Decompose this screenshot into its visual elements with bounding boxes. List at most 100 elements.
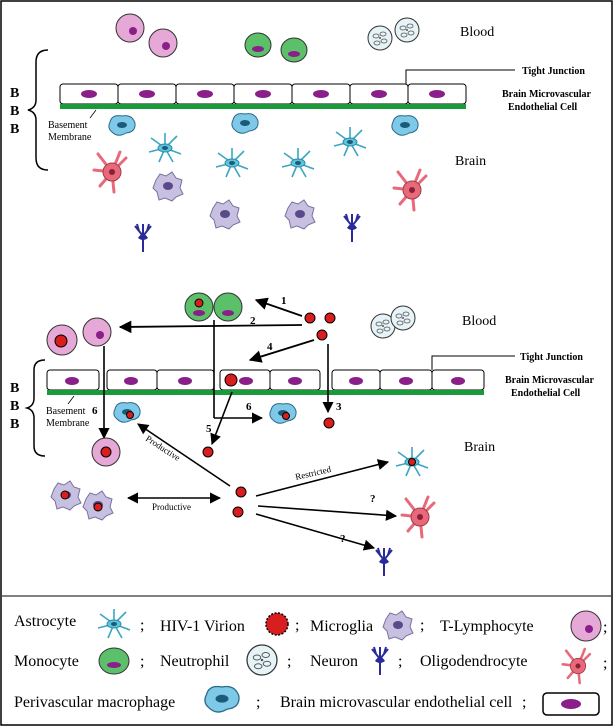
- arrow-productive-macrophage: [137, 423, 231, 487]
- legend-separator: ;: [603, 655, 607, 672]
- legend-label-hiv-virion: HIV-1 Virion: [160, 618, 245, 635]
- legend-label-astrocyte: Astrocyte: [14, 613, 76, 630]
- label-brain: Brain: [464, 440, 495, 455]
- arrow-route-5: [210, 391, 233, 446]
- route-number: 2: [250, 315, 256, 327]
- label-blood: Blood: [460, 25, 494, 40]
- label-endothelial: Endothelial Cell: [511, 388, 580, 399]
- label-basement: Basement: [48, 120, 88, 131]
- bbb-bracket: [24, 359, 46, 457]
- label-endothelial: Brain Microvascular: [502, 89, 592, 100]
- microglia-cell: [152, 171, 184, 202]
- label-tight-junction: Tight Junction: [522, 66, 585, 77]
- legend-label-microglia: Microglia: [310, 618, 373, 635]
- bbb-bracket: [27, 49, 49, 171]
- hiv-virion: [232, 506, 244, 518]
- legend-label-monocyte: Monocyte: [14, 653, 79, 670]
- infected-macrophage: [269, 403, 297, 424]
- legend-neuron-icon: [371, 646, 389, 676]
- legend-monocyte-icon: [98, 647, 130, 675]
- arrow-oligodendrocyte: [257, 505, 398, 521]
- t-lymphocyte-cell: [82, 317, 112, 347]
- astrocyte-cell: [333, 126, 367, 157]
- infected-t-lymphocyte: [91, 437, 121, 467]
- astrocyte-cell: [215, 147, 249, 178]
- legend-separator: ;: [420, 617, 424, 634]
- infected-microglia: [82, 490, 114, 521]
- label-endothelial: Endothelial Cell: [508, 102, 577, 113]
- arrow-route-2: [118, 320, 303, 334]
- label-endothelial: Brain Microvascular: [505, 375, 595, 386]
- route-number: 5: [206, 423, 212, 435]
- infected-monocyte: [184, 292, 214, 322]
- neutrophil-cell: [390, 305, 416, 331]
- bbb-letter: B: [10, 86, 19, 101]
- hiv-virion: [235, 486, 247, 498]
- astrocyte-cell: [281, 147, 315, 178]
- monocyte-cell: [213, 292, 243, 322]
- legend-astrocyte-icon: [97, 608, 131, 639]
- legend-separator: ;: [287, 653, 291, 670]
- arrow-route-1: [254, 297, 303, 317]
- label-tight-junction: Tight Junction: [520, 352, 583, 363]
- route-number: 1: [281, 295, 287, 307]
- arrow-route-4: [248, 339, 315, 363]
- bbb-letter: B: [10, 104, 19, 119]
- legend-separator: ;: [256, 694, 260, 711]
- t-lymphocyte-cell: [115, 13, 145, 43]
- legend-label-neutrophil: Neutrophil: [160, 653, 230, 670]
- label-question: ?: [370, 493, 376, 505]
- bbb-letter: B: [10, 399, 19, 414]
- perivascular-macrophage-cell: [391, 115, 419, 136]
- legend: Astrocyte ; HIV-1 Virion ; Microglia ; T…: [2, 595, 611, 716]
- legend-microglia-icon: [382, 610, 414, 641]
- perivascular-macrophage-cell: [231, 113, 259, 134]
- microglia-cell: [209, 199, 241, 230]
- label-productive: Productive: [144, 433, 182, 463]
- oligodendrocyte-cell: [92, 150, 128, 194]
- endothelium-row: [59, 83, 467, 105]
- label-restricted: Restricted: [294, 464, 332, 482]
- route-number: 4: [267, 341, 273, 353]
- neuron-cell: [375, 547, 393, 577]
- hiv-virion: [304, 312, 316, 324]
- legend-t-lymphocyte-icon: [570, 610, 602, 642]
- neuron-cell: [343, 213, 361, 243]
- microglia-cell: [284, 199, 316, 230]
- infected-microglia: [50, 480, 82, 511]
- arrow-restricted-astrocyte: [255, 459, 390, 497]
- bbb-letter: B: [10, 381, 19, 396]
- legend-label-perivascular-macrophage: Perivascular macrophage: [14, 694, 175, 711]
- bbb-letter: B: [10, 417, 19, 432]
- tight-junction-pointer: [405, 69, 515, 84]
- monocyte-cell: [280, 37, 308, 63]
- neutrophil-cell: [394, 17, 420, 43]
- legend-separator: ;: [603, 619, 607, 636]
- bottom-panel: Blood 1 2 4 B B B: [10, 292, 595, 577]
- legend-separator: ;: [522, 694, 526, 711]
- monocyte-cell: [244, 32, 272, 58]
- legend-label-endothelial-cell: Brain microvascular endothelial cell: [280, 694, 513, 711]
- bbb-letter: B: [10, 122, 19, 137]
- legend-oligodendrocyte-icon: [561, 647, 592, 685]
- legend-label-oligodendrocyte: Oligodendrocyte: [420, 653, 528, 670]
- legend-separator: ;: [398, 653, 402, 670]
- label-basement: Membrane: [46, 418, 90, 429]
- hiv-virion: [323, 417, 335, 429]
- infected-macrophage: [113, 402, 141, 423]
- label-productive: Productive: [152, 502, 191, 512]
- tight-junction-pointer: [431, 355, 515, 370]
- legend-endothelial-icon: [542, 692, 600, 716]
- legend-separator: ;: [295, 617, 299, 634]
- top-panel: Blood B B B Tight Junction Brain Micro: [10, 13, 592, 253]
- hiv-virion: [316, 329, 328, 341]
- route-number: 6: [246, 401, 252, 413]
- hiv-virion: [324, 312, 336, 324]
- legend-label-neuron: Neuron: [310, 653, 358, 670]
- oligodendrocyte-cell: [392, 168, 428, 212]
- endothelium-row: [46, 369, 485, 391]
- legend-separator: ;: [140, 617, 144, 634]
